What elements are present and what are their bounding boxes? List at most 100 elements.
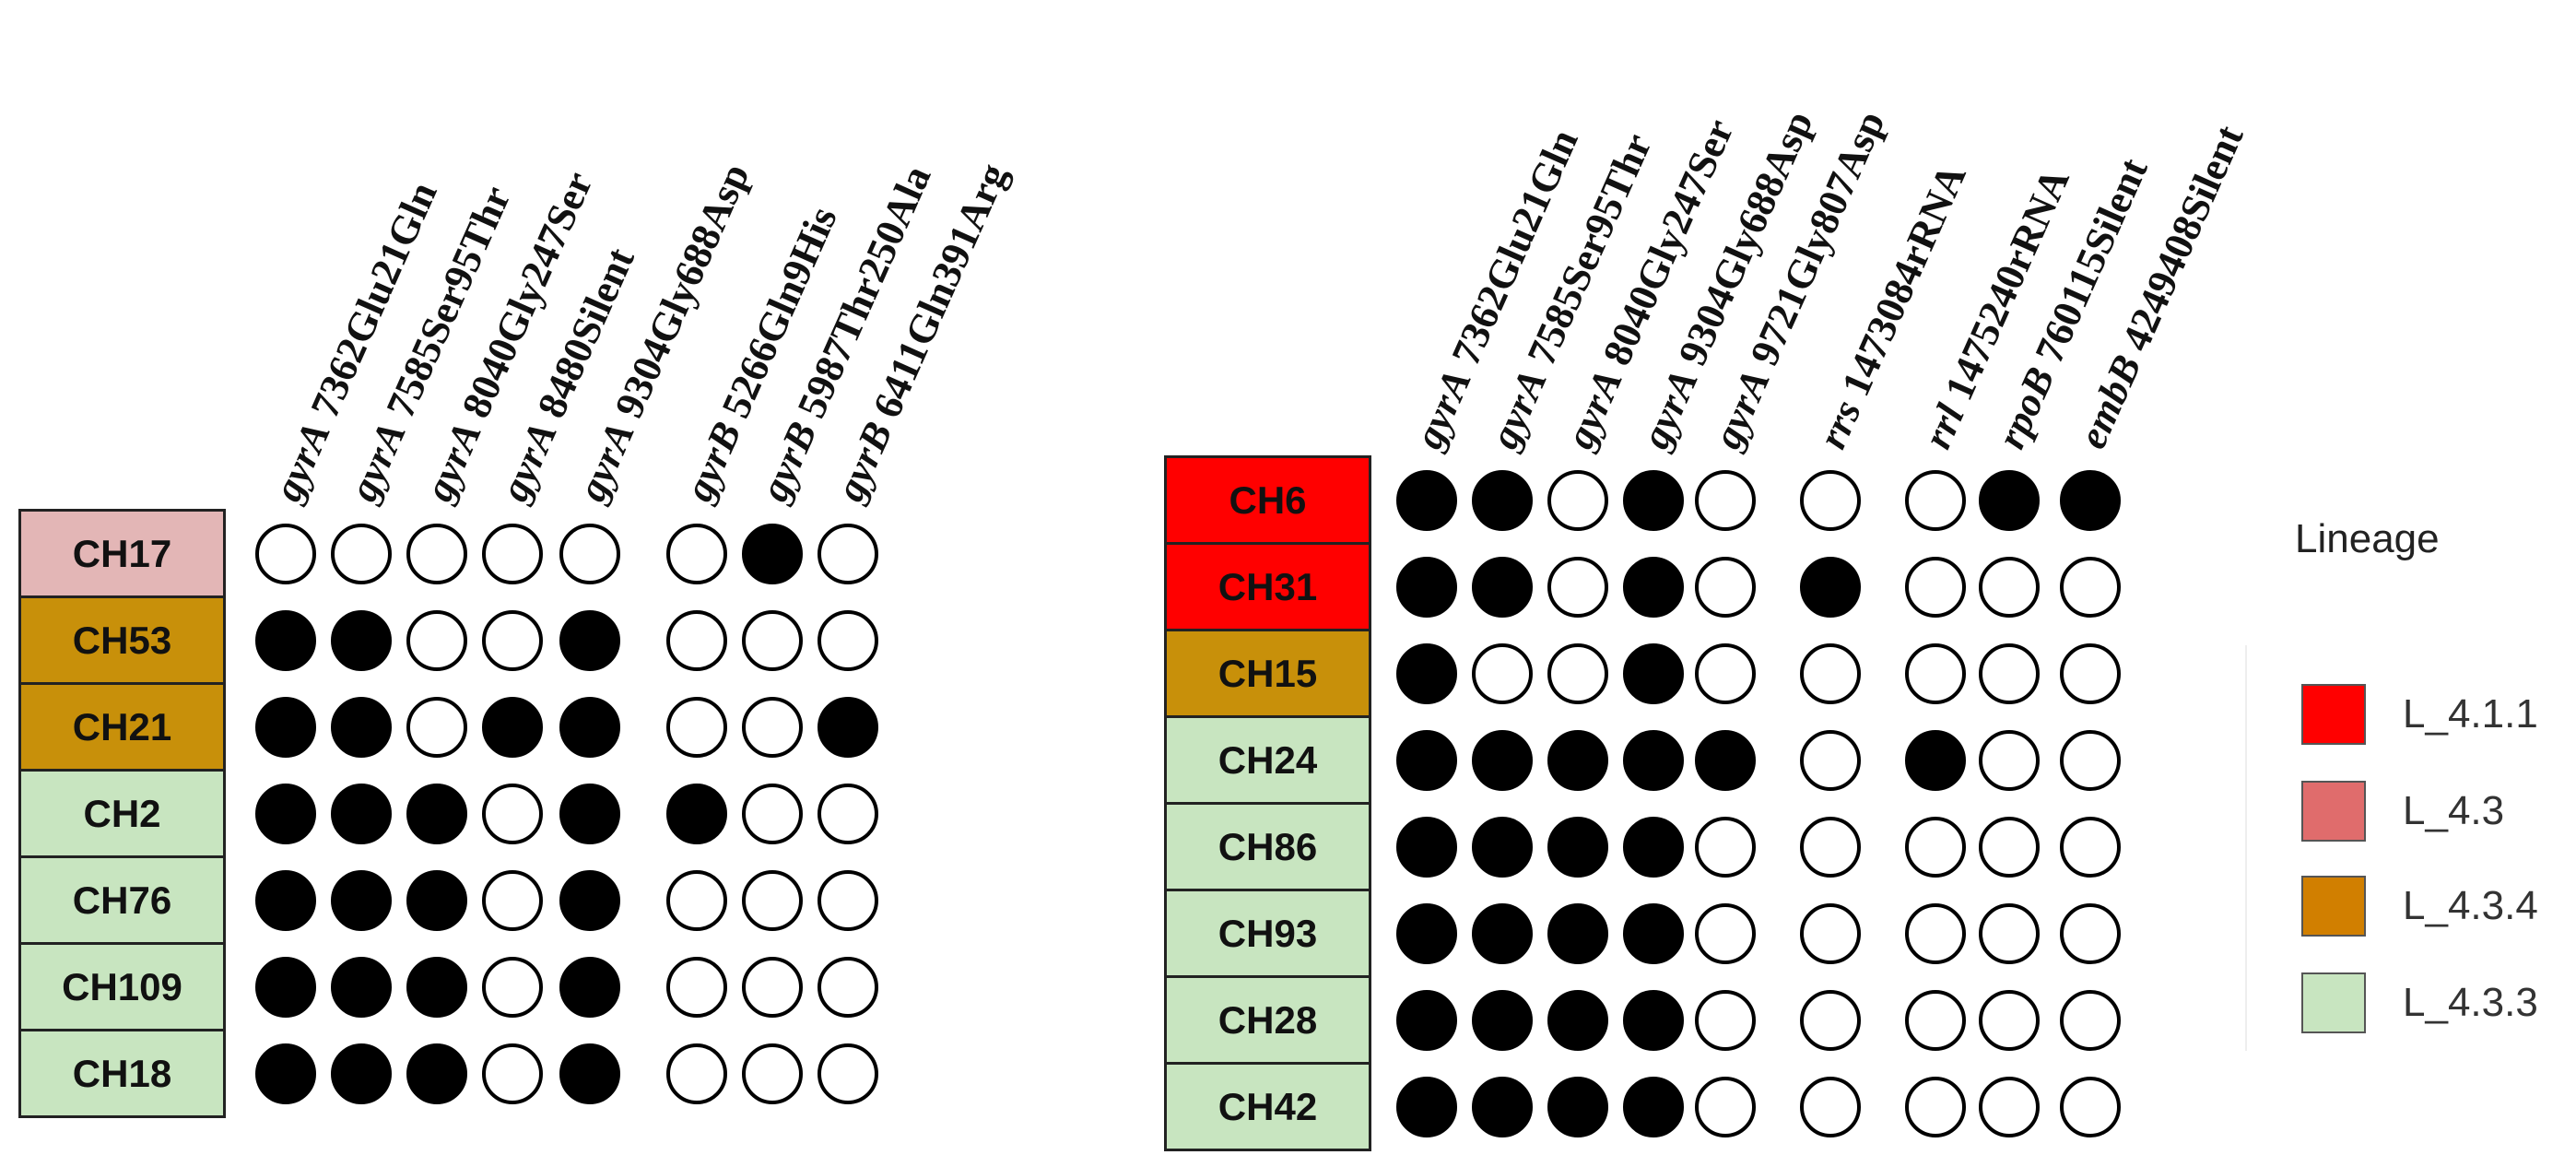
- mutation-absent-dot: [1905, 817, 1966, 878]
- mutation-absent-dot: [1800, 1077, 1861, 1137]
- mutation-present-dot: [1623, 817, 1684, 878]
- mutation-absent-dot: [2060, 817, 2121, 878]
- mutation-present-dot: [1979, 470, 2040, 531]
- mutation-present-dot: [559, 784, 620, 844]
- mutation-absent-dot: [817, 870, 878, 931]
- mutation-present-dot: [406, 870, 467, 931]
- strain-label-ch109: CH109: [18, 942, 226, 1031]
- mutation-absent-dot: [666, 610, 727, 671]
- mutation-absent-dot: [817, 784, 878, 844]
- strain-label-ch86: CH86: [1164, 802, 1371, 891]
- strain-label-ch31: CH31: [1164, 542, 1371, 631]
- mutation-absent-dot: [1695, 557, 1756, 618]
- mutation-present-dot: [559, 957, 620, 1018]
- mutation-absent-dot: [742, 610, 803, 671]
- mutation-present-dot: [331, 870, 392, 931]
- mutation-absent-dot: [482, 610, 543, 671]
- mutation-absent-dot: [1979, 990, 2040, 1051]
- mutation-absent-dot: [406, 524, 467, 584]
- mutation-present-dot: [1623, 1077, 1684, 1137]
- mutation-absent-dot: [406, 697, 467, 758]
- mutation-absent-dot: [1979, 1077, 2040, 1137]
- strain-label-ch76: CH76: [18, 855, 226, 945]
- mutation-absent-dot: [1905, 643, 1966, 704]
- legend-label: L_4.3.4: [2403, 883, 2538, 928]
- strain-label-ch93: CH93: [1164, 889, 1371, 978]
- legend-swatch: [2301, 684, 2366, 745]
- mutation-absent-dot: [331, 524, 392, 584]
- mutation-present-dot: [559, 1043, 620, 1104]
- mutation-present-dot: [1396, 990, 1457, 1051]
- mutation-absent-dot: [482, 870, 543, 931]
- mutation-present-dot: [742, 524, 803, 584]
- mutation-absent-dot: [1905, 990, 1966, 1051]
- mutation-absent-dot: [482, 957, 543, 1018]
- mutation-absent-dot: [817, 957, 878, 1018]
- legend-label: L_4.1.1: [2403, 691, 2538, 737]
- mutation-absent-dot: [666, 697, 727, 758]
- mutation-absent-dot: [742, 784, 803, 844]
- mutation-present-dot: [1472, 903, 1533, 964]
- mutation-present-dot: [331, 1043, 392, 1104]
- mutation-present-dot: [1472, 1077, 1533, 1137]
- mutation-absent-dot: [1905, 470, 1966, 531]
- mutation-absent-dot: [2060, 903, 2121, 964]
- mutation-absent-dot: [1695, 817, 1756, 878]
- strain-label-ch18: CH18: [18, 1029, 226, 1118]
- mutation-present-dot: [1396, 470, 1457, 531]
- mutation-absent-dot: [1695, 470, 1756, 531]
- mutation-present-dot: [1396, 903, 1457, 964]
- mutation-absent-dot: [1547, 557, 1608, 618]
- strain-label-ch53: CH53: [18, 595, 226, 685]
- legend-swatch: [2301, 781, 2366, 842]
- mutation-present-dot: [1623, 643, 1684, 704]
- mutation-present-dot: [559, 870, 620, 931]
- mutation-absent-dot: [742, 957, 803, 1018]
- mutation-present-dot: [255, 957, 316, 1018]
- mutation-present-dot: [1396, 557, 1457, 618]
- strain-label-ch17: CH17: [18, 509, 226, 598]
- mutation-present-dot: [255, 697, 316, 758]
- mutation-absent-dot: [2060, 643, 2121, 704]
- mutation-present-dot: [1623, 730, 1684, 791]
- mutation-present-dot: [482, 697, 543, 758]
- mutation-absent-dot: [1800, 730, 1861, 791]
- mutation-absent-dot: [1800, 903, 1861, 964]
- mutation-present-dot: [559, 697, 620, 758]
- mutation-present-dot: [1396, 817, 1457, 878]
- mutation-present-dot: [255, 1043, 316, 1104]
- mutation-absent-dot: [1905, 1077, 1966, 1137]
- mutation-present-dot: [2060, 470, 2121, 531]
- mutation-present-dot: [406, 1043, 467, 1104]
- mutation-present-dot: [1396, 643, 1457, 704]
- mutation-absent-dot: [1979, 557, 2040, 618]
- mutation-absent-dot: [1800, 990, 1861, 1051]
- mutation-absent-dot: [1905, 557, 1966, 618]
- mutation-present-dot: [1547, 903, 1608, 964]
- mutation-absent-dot: [559, 524, 620, 584]
- legend-title: Lineage: [2295, 516, 2440, 561]
- mutation-absent-dot: [1472, 643, 1533, 704]
- strain-label-ch28: CH28: [1164, 975, 1371, 1065]
- strain-label-ch6: CH6: [1164, 455, 1371, 545]
- mutation-present-dot: [1396, 1077, 1457, 1137]
- strain-label-ch21: CH21: [18, 682, 226, 772]
- mutation-absent-dot: [817, 524, 878, 584]
- mutation-absent-dot: [1979, 643, 2040, 704]
- mutation-present-dot: [331, 784, 392, 844]
- mutation-present-dot: [331, 697, 392, 758]
- legend-label: L_4.3: [2403, 788, 2505, 833]
- mutation-absent-dot: [1547, 470, 1608, 531]
- mutation-absent-dot: [1695, 643, 1756, 704]
- mutation-present-dot: [1800, 557, 1861, 618]
- mutation-absent-dot: [1800, 643, 1861, 704]
- mutation-absent-dot: [742, 697, 803, 758]
- mutation-present-dot: [255, 870, 316, 931]
- mutation-absent-dot: [255, 524, 316, 584]
- mutation-present-dot: [1547, 990, 1608, 1051]
- mutation-present-dot: [1623, 903, 1684, 964]
- mutation-present-dot: [1905, 730, 1966, 791]
- legend-swatch: [2301, 876, 2366, 937]
- mutation-absent-dot: [1979, 817, 2040, 878]
